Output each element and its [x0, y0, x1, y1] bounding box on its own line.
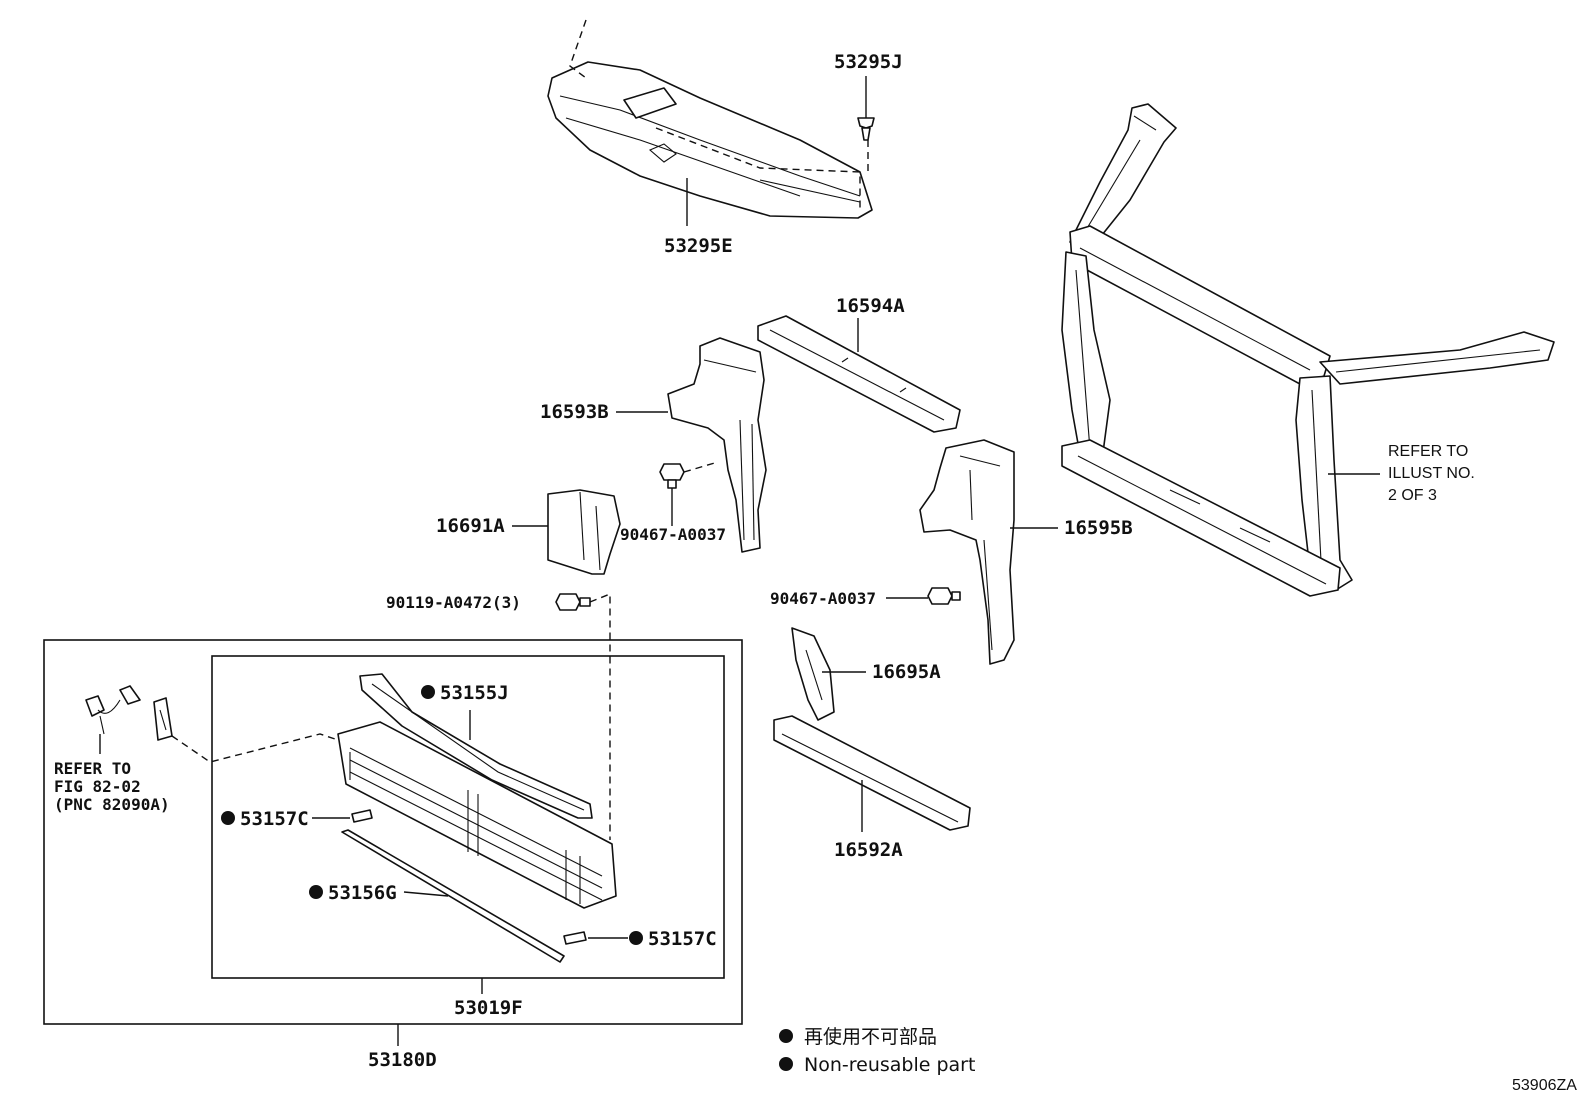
part-16594a-seal[interactable]	[757, 315, 961, 433]
part-16691a-seal[interactable]	[547, 489, 621, 575]
box-53180d	[43, 639, 743, 1025]
label-53155j: 53155J	[440, 682, 509, 704]
part-90467-bolt-right[interactable]	[927, 587, 961, 605]
label-16691a: 16691A	[436, 515, 505, 537]
non-reusable-dot-53155j	[421, 685, 435, 699]
legend-en: Non-reusable part	[804, 1054, 975, 1076]
refer-illust-line2: ILLUST NO.	[1388, 465, 1475, 482]
non-reusable-dot-53157c-right	[629, 931, 643, 945]
legend-dot-jp	[779, 1029, 793, 1043]
part-16592a-seal[interactable]	[773, 715, 971, 831]
label-90119: 90119-A0472(3)	[386, 593, 521, 612]
label-16593b: 16593B	[540, 401, 609, 423]
label-53157c-left: 53157C	[240, 808, 309, 830]
part-radiator-support-frame[interactable]	[1061, 103, 1555, 597]
label-53157c-right: 53157C	[648, 928, 717, 950]
part-90467-bolt-left[interactable]	[659, 463, 685, 489]
label-53156g: 53156G	[328, 882, 397, 904]
label-16592a: 16592A	[834, 839, 903, 861]
refer-fig-line1: REFER TO	[54, 759, 131, 778]
box-53019f	[211, 655, 725, 979]
label-16594a: 16594A	[836, 295, 905, 317]
part-shutter-sensor[interactable]	[85, 685, 173, 741]
refer-fig-line3: (PNC 82090A)	[54, 795, 170, 814]
part-90119-bolt[interactable]	[555, 593, 591, 611]
legend-dot-en	[779, 1057, 793, 1071]
part-53295j-clip[interactable]	[857, 117, 875, 141]
label-53019f: 53019F	[454, 997, 523, 1019]
refer-fig-line2: FIG 82-02	[54, 777, 141, 796]
part-16695a-guide[interactable]	[791, 627, 835, 721]
refer-illust-line3: 2 OF 3	[1388, 487, 1437, 504]
part-53156g-strip[interactable]	[341, 829, 565, 963]
leader-dash-sensor	[171, 733, 339, 763]
label-53180d: 53180D	[368, 1049, 437, 1071]
part-53295e-cover[interactable]	[547, 61, 873, 219]
non-reusable-dot-53156g	[309, 885, 323, 899]
label-90467-right: 90467-A0037	[770, 589, 876, 608]
label-53295e: 53295E	[664, 235, 733, 257]
leader-53156g	[403, 891, 449, 897]
label-90467-left: 90467-A0037	[620, 525, 726, 544]
leader-dash-53295e-mid	[655, 127, 861, 208]
refer-illust-line1: REFER TO	[1388, 443, 1468, 460]
leader-dash-90119	[589, 592, 611, 840]
part-53157c-clip-left[interactable]	[351, 809, 373, 823]
part-shutter-assembly[interactable]	[337, 721, 617, 909]
part-53155j-seal[interactable]	[359, 673, 593, 819]
part-16595b-air-guide[interactable]	[919, 439, 1015, 665]
leader-dash-bolt-left	[683, 461, 719, 473]
part-16593b-air-guide[interactable]	[667, 337, 767, 553]
label-53295j: 53295J	[834, 51, 903, 73]
legend-jp: 再使用不可部品	[804, 1026, 937, 1048]
leader-dash-53295e-top	[569, 19, 587, 79]
label-16695a: 16695A	[872, 661, 941, 683]
part-53157c-clip-right[interactable]	[563, 931, 587, 945]
label-16595b: 16595B	[1064, 517, 1133, 539]
diagram-id: 53906ZA	[1512, 1077, 1577, 1094]
non-reusable-dot-53157c-left	[221, 811, 235, 825]
